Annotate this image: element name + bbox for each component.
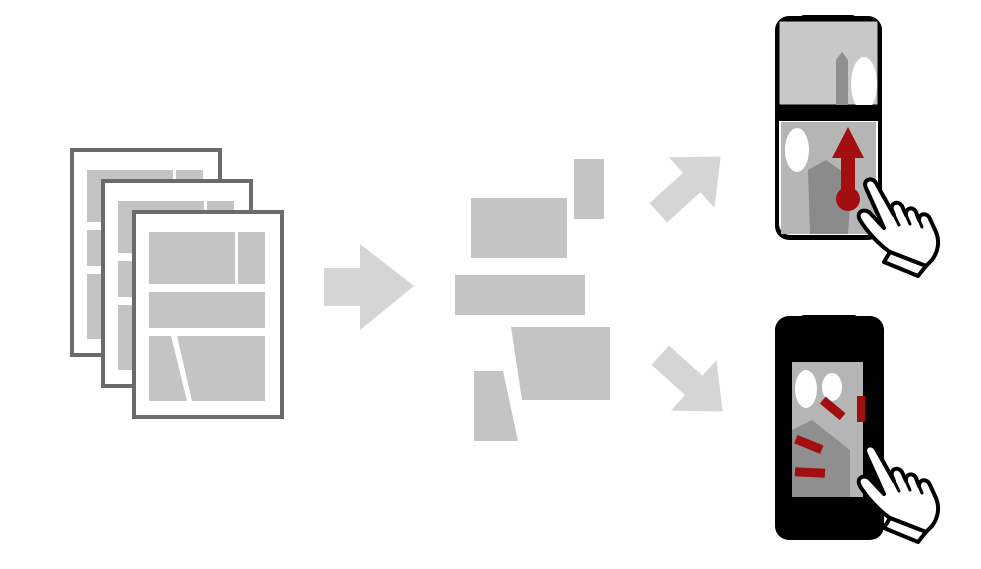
extracted-panels <box>455 159 610 441</box>
up-right-arrow-icon <box>636 131 744 238</box>
speech-bubble <box>795 370 817 408</box>
panel-fragment <box>471 198 567 258</box>
panel-fragment <box>574 159 604 219</box>
pointing-hand-icon <box>859 179 938 276</box>
smartphone-bottom <box>775 315 938 542</box>
comic-page-stack <box>72 150 282 417</box>
panel-fragment <box>455 275 585 315</box>
down-right-arrow-icon <box>638 330 746 437</box>
speech-bubble <box>785 128 809 172</box>
panel-fragment <box>474 371 518 441</box>
right-arrow-icon <box>324 244 414 330</box>
comic-page-front <box>134 212 282 417</box>
smartphone-top <box>775 15 938 276</box>
panel-fragment <box>511 327 610 400</box>
speech-bubble <box>822 373 842 401</box>
speech-bubble <box>851 57 877 111</box>
